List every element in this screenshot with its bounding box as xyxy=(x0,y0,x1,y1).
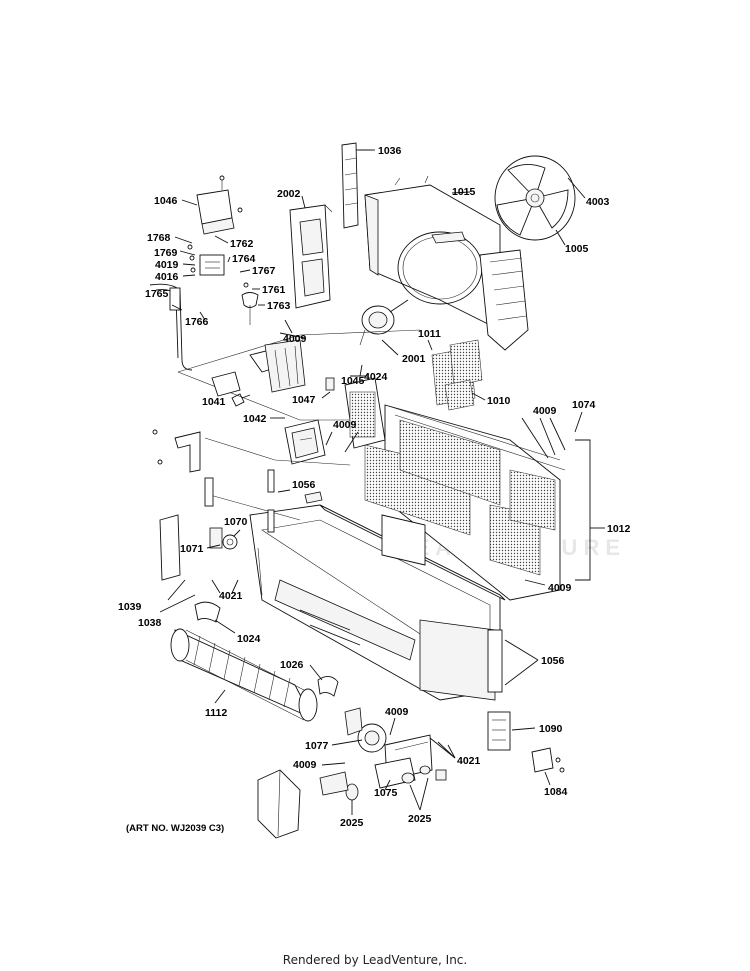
chassis-base xyxy=(249,504,506,701)
label-1071: 1071 xyxy=(180,543,204,555)
label-4009-e: 4009 xyxy=(385,706,409,718)
label-1763: 1763 xyxy=(267,300,291,312)
label-1015: 1015 xyxy=(452,186,476,198)
panel-1039 xyxy=(159,514,181,581)
tube-1765 xyxy=(149,283,193,371)
clip-1026 xyxy=(317,676,339,697)
fan-motor-2001 xyxy=(359,299,409,346)
label-1046: 1046 xyxy=(154,195,178,207)
part-labels: 1036 1015 4003 1005 1046 2002 1768 1762 … xyxy=(118,145,631,834)
label-1762: 1762 xyxy=(230,238,254,250)
coil-1045 xyxy=(325,377,386,449)
label-4009-b: 4009 xyxy=(533,405,557,417)
label-4021-a: 4021 xyxy=(219,590,243,602)
label-4019: 4019 xyxy=(155,259,179,271)
leader-lines xyxy=(159,149,605,815)
control-1046 xyxy=(196,175,243,235)
label-1042: 1042 xyxy=(243,413,267,425)
label-4009-d: 4009 xyxy=(548,582,572,594)
module-1084 xyxy=(531,747,565,773)
motor-mount-2002 xyxy=(289,204,333,309)
label-1045: 1045 xyxy=(341,375,365,387)
label-1766: 1766 xyxy=(185,316,209,328)
label-1112: 1112 xyxy=(205,707,227,719)
label-1056-b: 1056 xyxy=(541,655,565,667)
label-4021-b: 4021 xyxy=(457,755,481,767)
bearing-1070 xyxy=(209,527,238,550)
label-1026: 1026 xyxy=(280,659,304,671)
switch-1761 xyxy=(241,282,259,325)
label-1764: 1764 xyxy=(232,253,256,265)
label-2002: 2002 xyxy=(277,188,301,200)
label-4009-c: 4009 xyxy=(333,419,357,431)
label-1769: 1769 xyxy=(154,247,178,259)
label-1090: 1090 xyxy=(539,723,563,735)
label-1761: 1761 xyxy=(262,284,286,296)
bracket-1036 xyxy=(341,142,372,229)
label-1024: 1024 xyxy=(237,633,261,645)
condenser-fan-1005 xyxy=(494,155,576,241)
capacitor-1769 xyxy=(187,244,225,276)
label-1047: 1047 xyxy=(292,394,316,406)
label-1767: 1767 xyxy=(252,265,276,277)
label-1075: 1075 xyxy=(374,787,398,799)
label-1056-a: 1056 xyxy=(292,479,316,491)
relay-1090 xyxy=(487,711,511,751)
label-4024: 4024 xyxy=(364,371,388,383)
render-footer: Rendered by LeadVenture, Inc. xyxy=(282,953,468,967)
label-4009-f: 4009 xyxy=(293,759,317,771)
blower-wheel-1112 xyxy=(170,628,318,722)
label-1768: 1768 xyxy=(147,232,171,244)
bracket-left xyxy=(152,429,214,507)
label-4009-a: 4009 xyxy=(283,333,307,345)
art-number: (ART NO. WJ2039 C3) xyxy=(126,823,224,834)
duct-bottom xyxy=(257,769,301,839)
clip-1024 xyxy=(194,601,221,623)
label-2025-b: 2025 xyxy=(408,813,432,825)
label-1005: 1005 xyxy=(565,243,589,255)
label-1010: 1010 xyxy=(487,395,511,407)
filter-1011 xyxy=(431,339,483,411)
label-1070: 1070 xyxy=(224,516,248,528)
label-2001: 2001 xyxy=(402,353,426,365)
label-4016: 4016 xyxy=(155,271,179,283)
label-1012: 1012 xyxy=(607,523,631,535)
label-4003: 4003 xyxy=(586,196,610,208)
bracket-1041 xyxy=(211,339,306,407)
shroud-1015 xyxy=(364,175,529,351)
label-2025-a: 2025 xyxy=(340,817,364,829)
label-1041: 1041 xyxy=(202,396,226,408)
evap-1042 xyxy=(284,419,326,465)
label-1036: 1036 xyxy=(378,145,402,157)
mount-1075 xyxy=(319,757,447,801)
label-1084: 1084 xyxy=(544,786,568,798)
bracket-1056 xyxy=(267,469,323,533)
label-1077: 1077 xyxy=(305,740,329,752)
coil-1012 xyxy=(364,404,566,601)
label-1011: 1011 xyxy=(418,328,441,340)
label-1765: 1765 xyxy=(145,288,169,300)
label-1039: 1039 xyxy=(118,601,142,613)
label-1038: 1038 xyxy=(138,617,162,629)
label-1074: 1074 xyxy=(572,399,596,411)
